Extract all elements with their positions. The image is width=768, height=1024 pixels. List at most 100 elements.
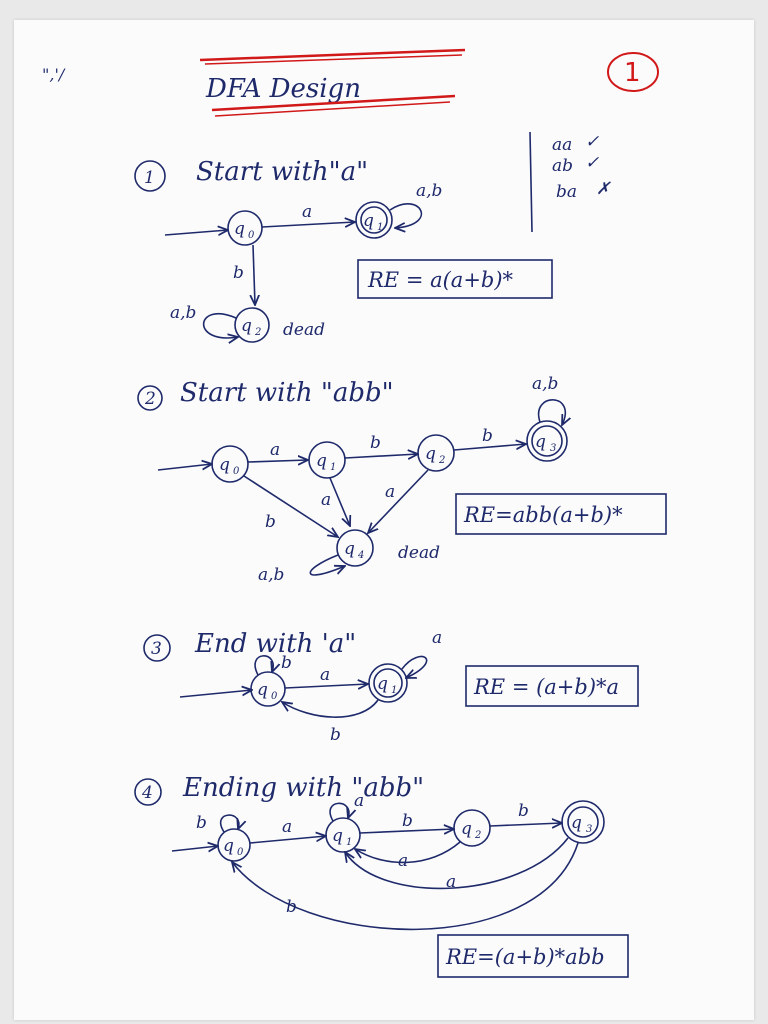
s1-dead-label: dead (283, 320, 325, 340)
s2-edge-q1-q2 (344, 454, 418, 458)
s2-edge-q0-q4-label: b (265, 512, 276, 532)
check-1-string: aa (552, 135, 572, 155)
s4-edge-q2-q3-label: b (518, 801, 529, 821)
s4-state-q3-outer (561, 800, 605, 844)
s4-re-box (437, 934, 629, 978)
s2-state-q3-outer (526, 420, 568, 462)
s1-loop-q2-label: a,b (170, 303, 196, 323)
s4-loop-q1-label: a (354, 791, 364, 811)
title-underline-top (199, 48, 466, 62)
s2-loop-q3-label: a,b (532, 374, 558, 394)
section-2-number: 2 (144, 389, 156, 409)
s1-loop-q1 (389, 203, 423, 228)
s3-edge-q1-q0 (282, 699, 379, 718)
s2-state-q1-sub: 1 (330, 462, 336, 473)
s1-state-q1-inner (360, 206, 388, 234)
s2-state-q3-sub: 3 (550, 443, 556, 454)
s1-state-q1-outer (355, 201, 393, 239)
s4-start-arrow (171, 846, 218, 851)
s2-edge-q2-q3-label: b (482, 426, 493, 446)
s2-state-q3-inner (531, 425, 563, 457)
s2-state-q4 (336, 529, 374, 567)
section-1-heading: Start with"a" (196, 157, 368, 187)
page-number-circle (607, 52, 659, 92)
s3-loop-q0 (254, 655, 273, 676)
s4-edge-q3-q0-label: b (286, 897, 297, 917)
s2-loop-q4-label: a,b (258, 565, 284, 585)
s4-edge-q1-q2-label: b (402, 811, 413, 831)
section-3-heading: End with 'a" (194, 629, 356, 659)
s4-edge-q2-q1 (355, 841, 461, 864)
s2-state-q4-sub: 4 (357, 550, 364, 561)
check-2-string: ab (552, 156, 573, 176)
s1-edge-q0-q2-label: b (233, 263, 244, 283)
s2-edge-q0-q1-label: a (270, 440, 280, 460)
s4-state-q1 (325, 817, 361, 853)
s2-state-q1-label: q (316, 451, 327, 471)
s3-start-arrow (179, 690, 252, 698)
s2-edge-q1-q4 (329, 477, 350, 526)
title-underline-bottom-2 (214, 101, 451, 117)
s4-edge-q3-q0 (232, 842, 579, 931)
s2-state-q0-sub: 0 (233, 466, 240, 477)
s4-loop-q0 (219, 814, 239, 833)
notebook-page: DFA Design 1 ",'/ 1 Start with"a" aa ✓ a… (14, 20, 754, 1020)
s1-state-q0-label: q (234, 219, 245, 239)
handwritten-notes: DFA Design 1 ",'/ 1 Start with"a" aa ✓ a… (42, 48, 667, 978)
s2-start-arrow (157, 464, 212, 471)
s3-state-q1-sub: 1 (391, 685, 397, 696)
s2-state-q1 (308, 441, 346, 479)
s1-state-q2-label: q (241, 316, 252, 336)
s2-re-box (455, 493, 667, 535)
s4-state-q1-sub: 1 (346, 837, 352, 848)
section-2-heading: Start with "abb" (180, 378, 394, 408)
s1-edge-q0-q1 (261, 222, 355, 227)
s2-dead-label: dead (398, 543, 440, 563)
s4-state-q3-inner (567, 806, 599, 838)
section-3-number: 3 (151, 639, 162, 659)
s4-state-q0-sub: 0 (237, 847, 244, 858)
s4-loop-q1 (329, 802, 349, 822)
s4-edge-q1-q2 (359, 829, 454, 833)
section-2-number-circle (137, 385, 163, 411)
s2-re: RE=abb(a+b)* (463, 503, 623, 527)
s2-edge-q2-q3 (453, 444, 526, 451)
s4-edge-q3-q1-label: a (446, 872, 456, 892)
section-4-heading: Ending with "abb" (182, 773, 424, 803)
section-4-number-circle (134, 778, 162, 806)
s1-state-q2-sub: 2 (254, 327, 261, 338)
s3-state-q1-label: q (377, 674, 388, 694)
s4-state-q3-label: q (571, 813, 582, 833)
s4-edge-q2-q1-label: a (398, 851, 408, 871)
s3-edge-q0-q1 (284, 684, 368, 688)
check-2-mark: ✓ (585, 153, 599, 173)
section-1-number-circle (134, 160, 166, 192)
s2-edge-q2-q4 (368, 469, 429, 533)
s3-state-q0-label: q (257, 680, 268, 700)
s3-edge-q1-q0-label: b (330, 725, 341, 745)
s1-edge-q0-q2 (253, 244, 255, 305)
s2-state-q2 (417, 434, 455, 472)
s4-edge-q0-q1-label: a (282, 817, 292, 837)
s4-state-q2 (453, 809, 491, 847)
s2-edge-q0-q1 (247, 460, 308, 462)
section-1-number: 1 (144, 168, 155, 188)
s3-loop-q1 (401, 655, 428, 678)
s1-re-box (357, 259, 553, 299)
check-3-mark: ✗ (596, 179, 611, 199)
margin-mark: ",'/ (42, 65, 66, 84)
s4-edge-q0-q1 (249, 836, 326, 844)
s2-loop-q3 (537, 399, 566, 425)
s4-loop-q0-label: b (196, 813, 207, 833)
section-1-divider (529, 131, 533, 233)
s4-state-q3-sub: 3 (586, 824, 592, 835)
s4-state-q2-label: q (461, 819, 472, 839)
check-1-mark: ✓ (585, 132, 599, 152)
s1-state-q1-sub: 1 (377, 222, 383, 233)
s4-state-q0-label: q (223, 836, 234, 856)
s1-state-q1-label: q (363, 211, 374, 231)
s3-re: RE = (a+b)*a (473, 675, 619, 699)
s4-state-q1-label: q (332, 826, 343, 846)
section-4-number: 4 (141, 783, 153, 803)
s3-loop-q1-label: a (432, 628, 442, 648)
